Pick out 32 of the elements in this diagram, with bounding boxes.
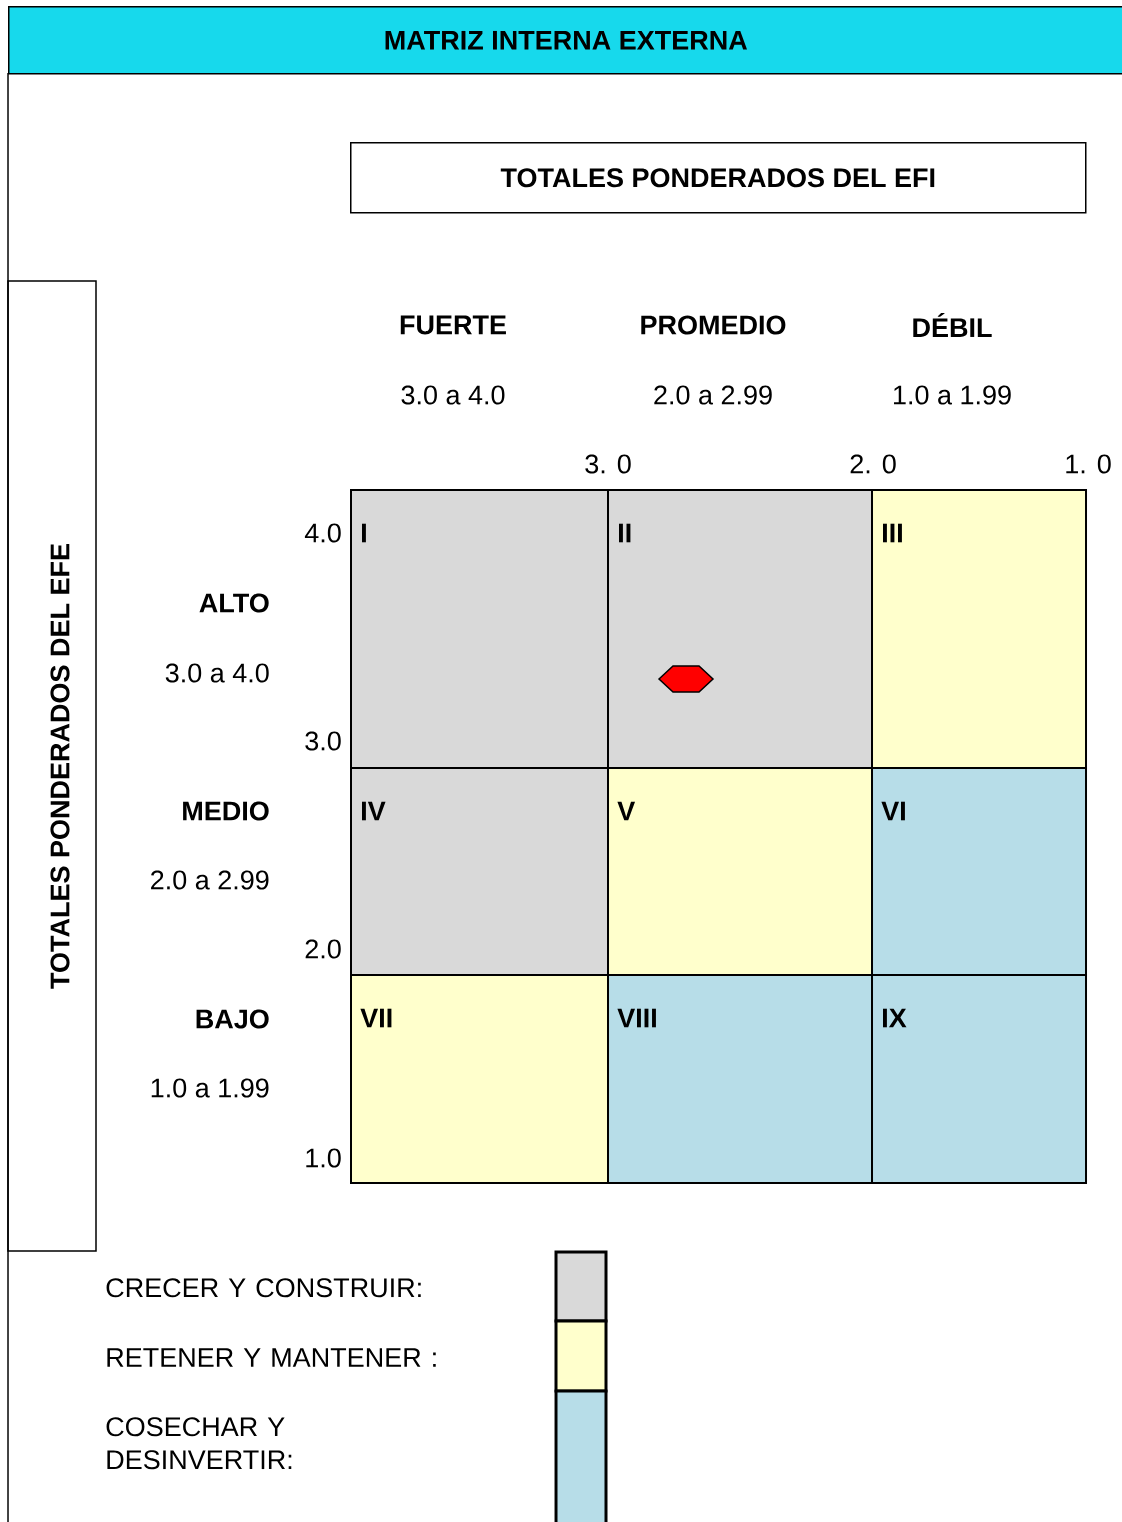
matrix-cell: V [607, 767, 873, 976]
legend-label: CRECER Y CONSTRUIR: [106, 1278, 421, 1298]
axis-box: TOTALES PONDERADOS DEL EFE [7, 280, 97, 1252]
legend-label: RETENER Y MANTENER : [107, 1348, 436, 1367]
matrix-cell: VII [350, 974, 609, 1184]
range-label: 3.0 a 4.0 [401, 385, 505, 405]
row-heading: BAJO [196, 1009, 269, 1029]
title-banner: MATRIZ INTERNA EXTERNA [8, 6, 1122, 75]
range-label: 1.0 a 1.99 [894, 385, 1011, 405]
matrix-cell: I [350, 489, 609, 769]
column-heading: DÉBIL [913, 313, 992, 337]
row-heading: ALTO [199, 593, 269, 613]
scale-label: 3. 0 [585, 454, 631, 474]
legend-label: COSECHAR Y DESINVERTIR: [106, 1417, 292, 1470]
matrix-cell: VI [871, 767, 1087, 976]
scale-label: 1. 0 [1066, 454, 1111, 474]
scale-label: 3.0 [305, 731, 341, 751]
scale-label: 2.0 [305, 939, 341, 959]
matrix-cell: IX [871, 974, 1087, 1184]
range-label: 2.0 a 2.99 [654, 385, 772, 405]
row-heading: MEDIO [183, 801, 269, 821]
matrix-cell: IV [350, 767, 609, 976]
range-label: 2.0 a 2.99 [151, 870, 269, 890]
range-label: 3.0 a 4.0 [165, 663, 269, 683]
matrix-cell: III [871, 489, 1087, 769]
matrix-cell: VIII [607, 974, 873, 1184]
axis-box: TOTALES PONDERADOS DEL EFI [350, 142, 1087, 214]
scale-label: 2. 0 [850, 454, 896, 474]
matrix-cell: II [607, 489, 873, 769]
range-label: 1.0 a 1.99 [151, 1078, 269, 1098]
column-heading: PROMEDIO [641, 315, 786, 335]
column-heading: FUERTE [400, 315, 506, 335]
